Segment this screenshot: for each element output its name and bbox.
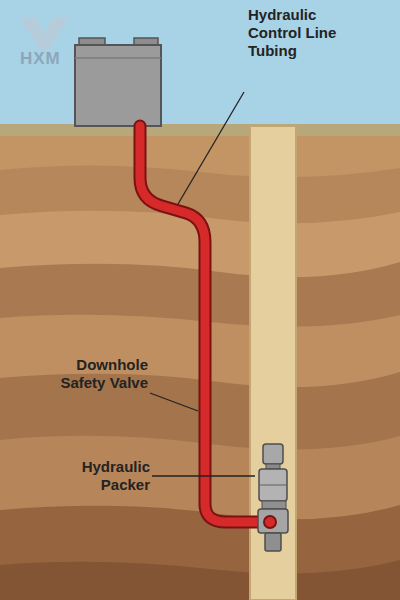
packer-top (263, 444, 283, 464)
part-label: Downhole Safety Valve (40, 356, 148, 392)
ground (0, 124, 400, 600)
watermark: HXM (20, 50, 80, 68)
wellbore (250, 126, 296, 600)
line-port (264, 516, 276, 528)
control-line-tubing (140, 126, 266, 522)
unit-seam (75, 57, 161, 59)
packer-seam (259, 484, 287, 485)
packer-ring (262, 501, 286, 509)
leader-line (178, 92, 244, 204)
soil-layer (0, 505, 400, 600)
surface-strip (0, 124, 400, 136)
part-label: Hydraulic Packer (60, 458, 150, 494)
sky (0, 0, 400, 130)
control-unit (75, 45, 161, 126)
packer-body (259, 469, 287, 501)
packer-bottom (265, 533, 281, 551)
leader-line (152, 475, 255, 476)
part-label: Hydraulic Control Line Tubing (248, 6, 364, 60)
watermark-logo (20, 18, 68, 50)
leader-line (150, 393, 198, 411)
control-line-outline (140, 126, 266, 522)
soil-layer (0, 560, 400, 600)
packer-connector (258, 509, 288, 533)
